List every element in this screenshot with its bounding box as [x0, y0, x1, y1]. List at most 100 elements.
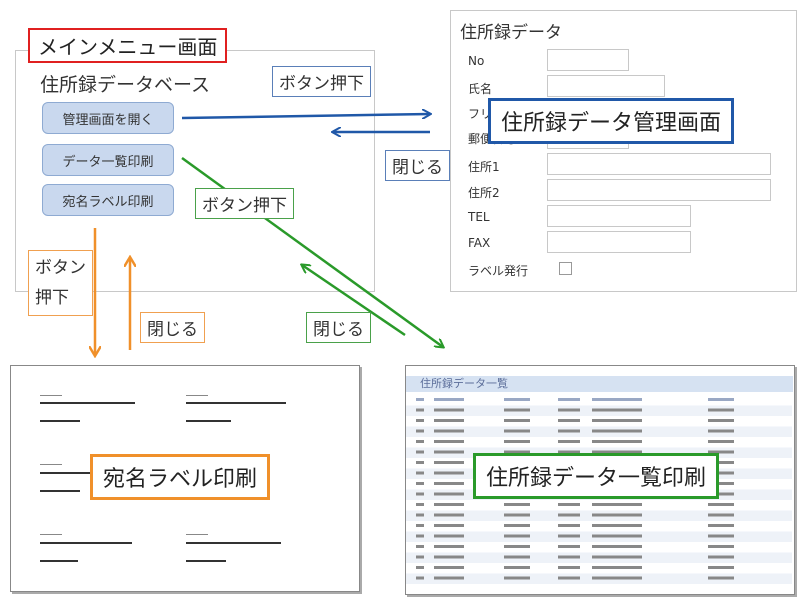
label-text-line	[40, 402, 135, 404]
field-label-label-issue: ラベル発行	[468, 264, 529, 278]
list-cell-text	[592, 450, 642, 454]
list-cell-text	[504, 524, 530, 527]
label-text-line	[40, 560, 78, 562]
list-cell-text	[592, 576, 642, 580]
list-cell-text	[504, 398, 530, 401]
address1-field[interactable]	[547, 153, 771, 175]
main-menu-title: メインメニュー画面	[28, 28, 228, 63]
open-manage-screen-button[interactable]: 管理画面を開く	[42, 102, 174, 134]
list-cell-text	[416, 419, 424, 422]
list-cell-text	[708, 471, 734, 475]
list-cell-text	[558, 545, 580, 548]
screen-label-list-print: 住所録データ一覧印刷	[473, 453, 720, 499]
list-cell-text	[504, 534, 530, 538]
list-cell-text	[434, 524, 464, 527]
list-cell-text	[708, 534, 734, 538]
list-cell-text	[434, 419, 464, 422]
label-text-line	[186, 542, 281, 544]
list-cell-text	[434, 492, 464, 496]
list-cell-text	[592, 534, 642, 538]
list-cell-text	[708, 398, 734, 401]
list-cell-text	[708, 545, 734, 548]
callout-button-press-orange-line1: ボタン	[35, 258, 86, 278]
label-text-line	[40, 464, 62, 465]
list-cell-text	[416, 503, 424, 506]
list-cell-text	[592, 440, 642, 443]
list-cell-text	[416, 461, 424, 464]
list-cell-text	[708, 450, 734, 454]
list-cell-text	[592, 545, 642, 548]
label-text-line	[186, 560, 226, 562]
name-field[interactable]	[547, 75, 665, 97]
list-cell-text	[558, 576, 580, 580]
list-cell-text	[504, 419, 530, 422]
list-cell-text	[504, 566, 530, 569]
list-cell-text	[592, 513, 642, 517]
list-cell-text	[416, 440, 424, 443]
list-cell-text	[434, 513, 464, 517]
list-cell-text	[708, 555, 734, 559]
print-list-button[interactable]: データ一覧印刷	[42, 144, 174, 176]
list-cell-text	[504, 440, 530, 443]
callout-button-press-green: ボタン押下	[195, 188, 294, 219]
print-label-button[interactable]: 宛名ラベル印刷	[42, 184, 174, 216]
label-text-line	[186, 420, 231, 422]
list-cell-text	[592, 503, 642, 506]
list-cell-text	[592, 524, 642, 527]
list-cell-text	[416, 408, 424, 412]
field-label-address1: 住所1	[468, 160, 500, 174]
label-text-line	[40, 490, 80, 492]
callout-close-orange: 閉じる	[140, 312, 205, 343]
list-cell-text	[708, 461, 734, 464]
list-cell-text	[558, 503, 580, 506]
list-cell-text	[708, 492, 734, 496]
list-cell-text	[708, 482, 734, 485]
field-label-address2: 住所2	[468, 186, 500, 200]
list-cell-text	[434, 566, 464, 569]
list-cell-text	[592, 398, 642, 401]
list-cell-text	[592, 555, 642, 559]
list-cell-text	[416, 429, 424, 433]
arrow-to-manage-screen	[181, 114, 430, 120]
list-cell-text	[504, 545, 530, 548]
label-text-line	[40, 472, 95, 474]
no-field[interactable]	[547, 49, 629, 71]
label-issue-checkbox[interactable]	[559, 262, 572, 275]
screen-label-address-manage: 住所録データ管理画面	[488, 98, 735, 144]
list-cell-text	[434, 482, 464, 485]
list-cell-text	[504, 429, 530, 433]
list-cell-text	[434, 503, 464, 506]
list-cell-text	[416, 513, 424, 517]
label-text-line	[186, 402, 286, 404]
list-cell-text	[434, 450, 464, 454]
list-cell-text	[708, 524, 734, 527]
field-label-fax: FAX	[468, 236, 491, 250]
list-cell-text	[434, 555, 464, 559]
list-cell-text	[592, 429, 642, 433]
list-cell-text	[434, 408, 464, 412]
fax-field[interactable]	[547, 231, 691, 253]
list-cell-text	[558, 534, 580, 538]
list-cell-text	[558, 566, 580, 569]
label-text-line	[186, 534, 208, 535]
list-cell-text	[708, 440, 734, 443]
database-title: 住所録データベース	[40, 74, 211, 96]
list-cell-text	[504, 513, 530, 517]
field-label-furigana: フリ	[468, 107, 493, 121]
tel-field[interactable]	[547, 205, 691, 227]
callout-button-press-orange: ボタン 押下	[28, 250, 93, 316]
address-form-title: 住所録データ	[460, 23, 562, 43]
list-cell-text	[558, 513, 580, 517]
list-cell-text	[708, 576, 734, 580]
list-cell-text	[558, 524, 580, 527]
label-text-line	[40, 395, 62, 396]
list-cell-text	[416, 576, 424, 580]
list-cell-text	[434, 576, 464, 580]
list-cell-text	[434, 398, 464, 401]
callout-button-press-orange-line2: 押下	[35, 288, 69, 308]
list-cell-text	[592, 566, 642, 569]
callout-close-green: 閉じる	[306, 312, 371, 343]
label-text-line	[40, 420, 80, 422]
list-cell-text	[416, 471, 424, 475]
address2-field[interactable]	[547, 179, 771, 201]
